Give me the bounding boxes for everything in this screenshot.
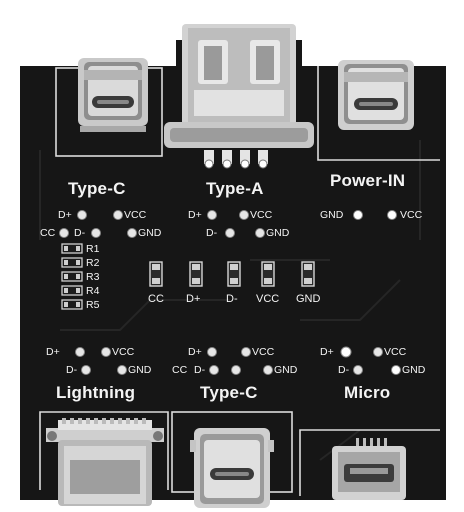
- pin-label: GND: [138, 227, 162, 239]
- type-a-label: Type-A: [206, 179, 264, 198]
- lightning-label: Lightning: [56, 383, 136, 402]
- resistor-label: R4: [86, 285, 100, 297]
- type-a-port: [164, 24, 314, 169]
- pin-label: D+: [320, 346, 334, 358]
- resistor-label: R5: [86, 299, 100, 311]
- indicator-leds: [149, 261, 315, 287]
- led-label: D+: [186, 293, 201, 305]
- type-c-port-bottom: [190, 428, 274, 508]
- pin-label: GND: [274, 364, 298, 376]
- pin-label: VCC: [384, 346, 407, 358]
- pin-label: CC: [172, 364, 188, 376]
- led-label: D-: [226, 293, 238, 305]
- power-in-type-c-port: [338, 60, 414, 130]
- pin-label: VCC: [112, 346, 135, 358]
- pin-label: VCC: [252, 346, 275, 358]
- resistor-label: R3: [86, 271, 100, 283]
- pin-label: CC: [40, 227, 56, 239]
- pin-label: D+: [188, 346, 202, 358]
- pin-label: GND: [320, 209, 344, 221]
- pcb-traces: [39, 140, 421, 461]
- pin-label: D+: [46, 346, 60, 358]
- type-c-top-label: Type-C: [68, 179, 126, 198]
- pin-label: GND: [128, 364, 152, 376]
- pin-label: GND: [266, 227, 290, 239]
- micro-label: Micro: [344, 383, 391, 402]
- type-c-bottom-label: Type-C: [200, 383, 258, 402]
- resistor-label: R2: [86, 257, 100, 269]
- pin-label: D+: [58, 209, 72, 221]
- pin-label: D-: [206, 227, 218, 239]
- micro-usb-port: [332, 438, 406, 500]
- test-pads-top: [59, 210, 397, 238]
- led-label: VCC: [256, 293, 280, 305]
- test-pads-bottom: [75, 346, 401, 375]
- pin-label: VCC: [124, 209, 147, 221]
- led-label: GND: [296, 293, 321, 305]
- pin-label: D-: [338, 364, 350, 376]
- pin-label: VCC: [250, 209, 273, 221]
- led-label: CC: [148, 293, 164, 305]
- power-in-label: Power-IN: [330, 171, 406, 190]
- resistor-label: R1: [86, 243, 100, 255]
- resistor-array: [61, 243, 83, 310]
- pin-label: D-: [66, 364, 78, 376]
- pin-label: GND: [402, 364, 426, 376]
- type-c-port-top: [78, 58, 148, 132]
- pin-label: D-: [74, 227, 86, 239]
- lightning-port: [46, 418, 164, 506]
- pin-label: D+: [188, 209, 202, 221]
- pin-label: D-: [194, 364, 206, 376]
- pin-label: VCC: [400, 209, 423, 221]
